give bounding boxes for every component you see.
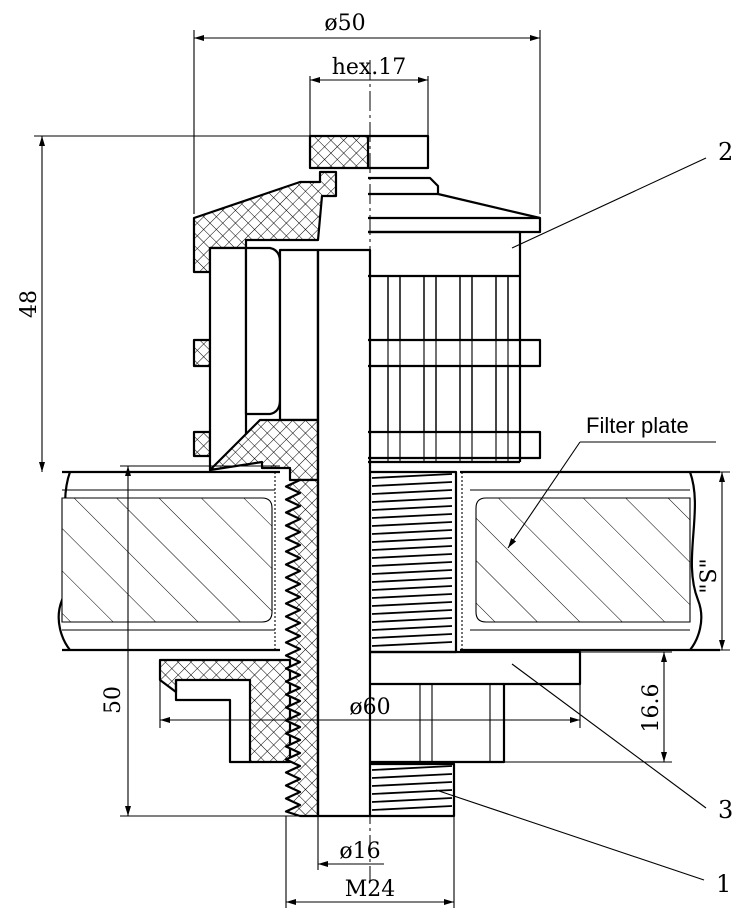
filter-plate (57, 470, 720, 652)
callout-part-2: 2 (718, 138, 733, 166)
dim-bore-diameter: ø16 (339, 839, 380, 864)
annotations: Filter plate 2 3 1 (435, 138, 733, 898)
dimensions: ø50 hex.17 48 50 ø60 16.6 "S" ø16 (17, 11, 730, 908)
dim-plate-thickness: "S" (697, 558, 722, 593)
housing-section (158, 134, 372, 818)
callout-part-3: 3 (718, 796, 733, 824)
label-filter-plate: Filter plate (586, 413, 689, 438)
dim-outer-diameter: ø50 (324, 11, 365, 36)
dim-hex-size: hex.17 (332, 55, 407, 80)
dim-flange-diameter: ø60 (349, 695, 390, 720)
dim-height-top: 48 (17, 290, 42, 318)
dim-height-bottom: 50 (101, 686, 126, 714)
callout-part-1: 1 (716, 870, 731, 898)
dim-flange-thickness: 16.6 (639, 684, 664, 733)
housing-exterior (368, 134, 582, 818)
dim-thread: M24 (345, 877, 396, 902)
